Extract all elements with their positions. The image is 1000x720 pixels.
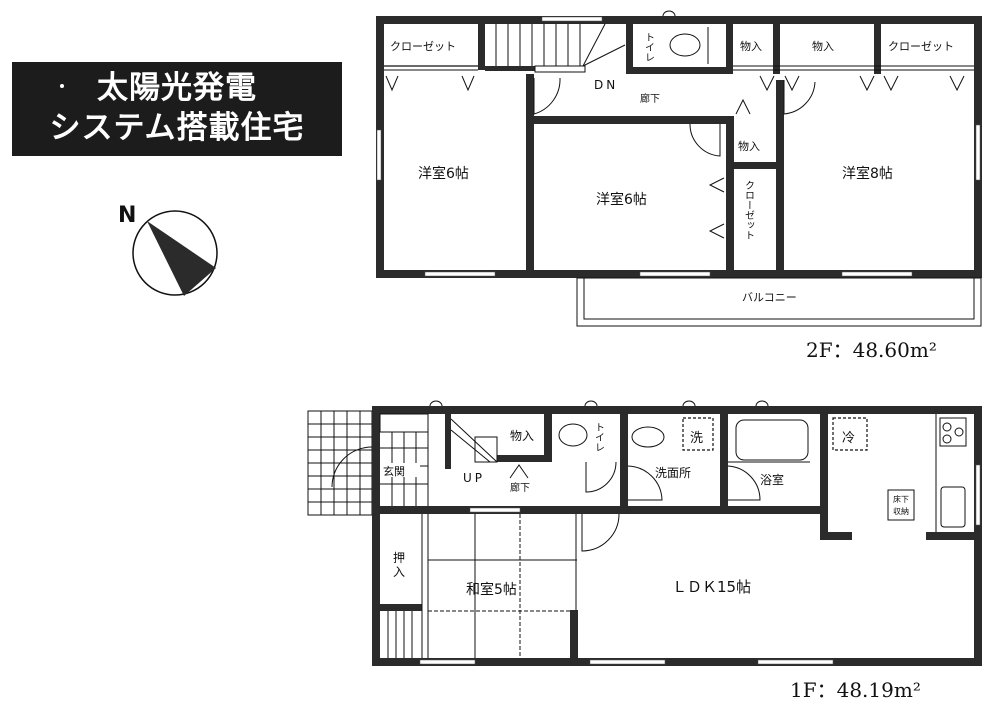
banner-line-2: システム搭載住宅 — [49, 110, 305, 146]
room-washroom: 洗面所 — [655, 466, 691, 480]
room-bathroom: 浴室 — [760, 472, 784, 487]
room-hallway-2f: 廊下 — [640, 92, 660, 105]
floor-2-plan: クローゼット DN トイレ 廊下 物入 — [376, 16, 982, 362]
banner-line-1: 太陽光発電 — [97, 70, 257, 106]
room-balcony: バルコニー — [742, 291, 797, 304]
room-entrance: 玄関 — [383, 464, 405, 478]
room-toilet-2f: トイレ — [643, 32, 655, 62]
room-closet-left: クローゼット — [390, 40, 456, 53]
floor-1-plan: 玄関 UP 廊下 物入 トイレ 洗 洗面所 浴室 — [307, 10, 982, 702]
fridge-label: 冷 — [842, 431, 855, 446]
room-storage-1f: 物入 — [510, 429, 534, 443]
underfloor-storage-label-2: 収納 — [893, 506, 909, 516]
room-western-6-b: 洋室6帖 — [596, 191, 647, 208]
compass-label: N — [118, 203, 136, 228]
room-storage-3-2f: 物入 — [738, 139, 760, 153]
room-closet-right-2f: クローゼット — [888, 40, 954, 53]
room-closet-middle-2f: クローゼット — [743, 180, 755, 240]
room-ldk-15: ＬＤＫ15帖 — [672, 578, 751, 596]
stairs-down-label: DN — [594, 78, 618, 92]
room-toilet-1f: トイレ — [593, 422, 605, 452]
solar-power-banner: 太陽光発電 システム搭載住宅 — [12, 62, 342, 156]
room-western-8: 洋室8帖 — [842, 165, 893, 182]
oshiire-label-2: 入 — [393, 565, 405, 579]
underfloor-storage-label-1: 床下 — [893, 494, 909, 504]
stairs-up-label: UP — [463, 471, 485, 485]
room-japanese-5: 和室5帖 — [466, 581, 517, 598]
room-hallway-1f: 廊下 — [510, 481, 530, 494]
north-arrow-icon: N — [118, 203, 218, 296]
floor-1-area: 1F：48.19m² — [790, 678, 921, 702]
room-western-6-a: 洋室6帖 — [418, 165, 469, 182]
oshiire-label-1: 押 — [393, 551, 405, 565]
washer-label: 洗 — [690, 431, 703, 446]
banner-dot — [60, 84, 64, 88]
floor-2-area: 2F：48.60m² — [806, 338, 937, 362]
room-storage-1-2f: 物入 — [740, 39, 762, 53]
room-storage-2-2f: 物入 — [812, 39, 834, 53]
